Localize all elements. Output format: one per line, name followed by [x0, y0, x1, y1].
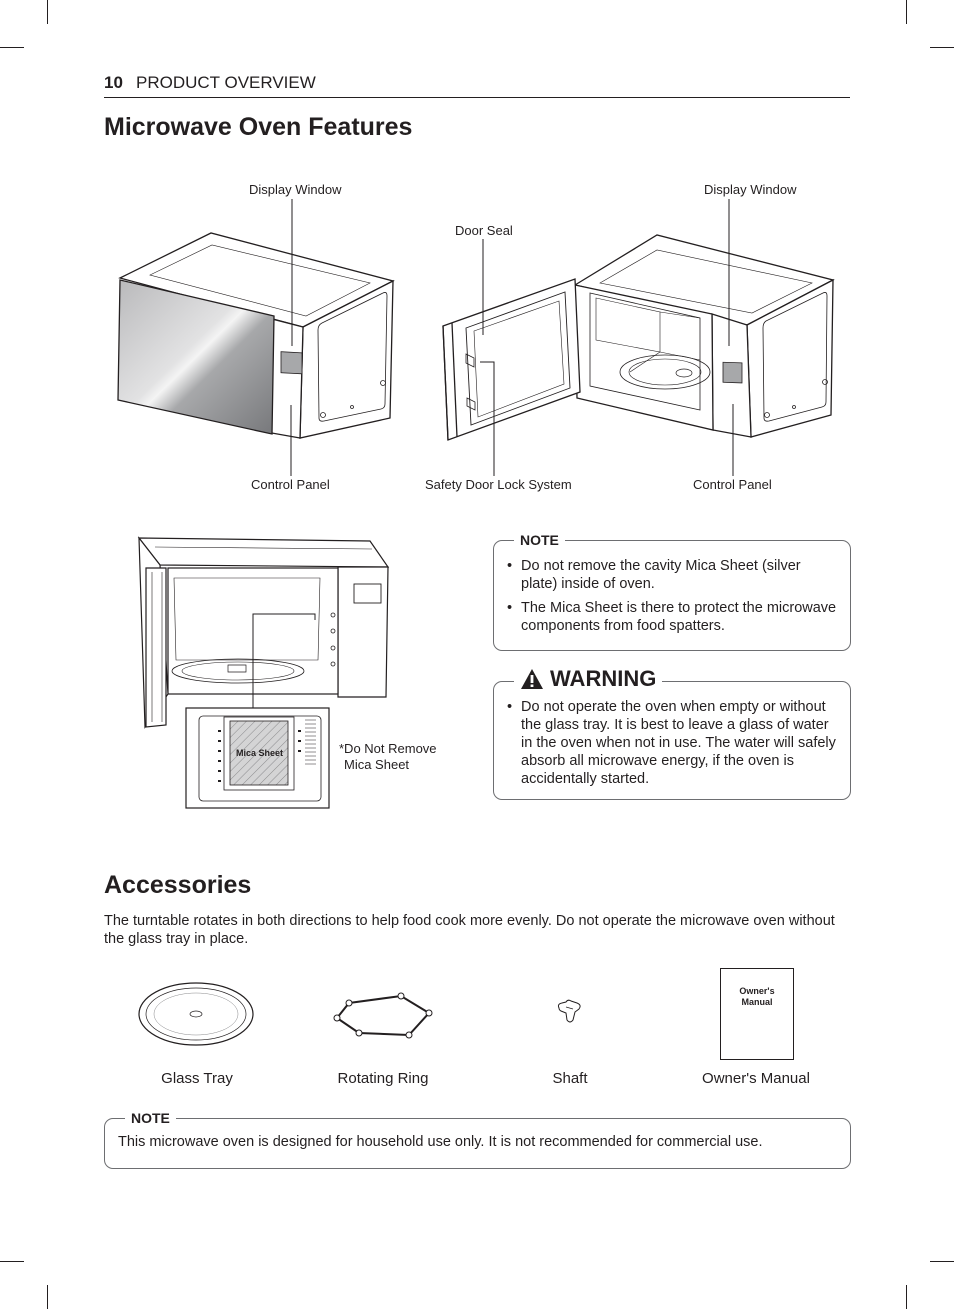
warning-item: Do not operate the oven when empty or wi…: [507, 698, 843, 788]
manual-cover-line1: Owner's: [739, 986, 775, 996]
glass-tray-icon: [138, 982, 254, 1046]
accessory-label-glass-tray: Glass Tray: [161, 1070, 233, 1087]
callout-display-window-left: Display Window: [249, 182, 342, 197]
note-box: NOTE Do not remove the cavity Mica Sheet…: [493, 532, 851, 651]
household-note-title: NOTE: [125, 1110, 176, 1126]
callout-display-window-right: Display Window: [704, 182, 797, 197]
crop-mark: [0, 47, 24, 48]
rotating-ring-icon: [333, 992, 433, 1039]
features-title: Microwave Oven Features: [104, 113, 413, 141]
warning-icon: [521, 669, 543, 689]
crop-mark: [906, 0, 907, 24]
callout-safety-door-lock: Safety Door Lock System: [425, 477, 572, 492]
page-number: 10: [104, 73, 123, 92]
owners-manual-icon: Owner's Manual: [720, 968, 794, 1060]
crop-mark: [47, 0, 48, 24]
warning-heading: WARNING: [514, 666, 663, 692]
crop-mark: [930, 47, 954, 48]
warning-list: Do not operate the oven when empty or wi…: [507, 698, 843, 794]
note-title: NOTE: [514, 532, 565, 548]
crop-mark: [0, 1261, 24, 1262]
household-note-box: NOTE This microwave oven is designed for…: [104, 1110, 851, 1169]
callout-control-panel-left: Control Panel: [251, 477, 330, 492]
manual-cover-line2: Manual: [741, 997, 773, 1007]
callout-door-seal: Door Seal: [455, 223, 513, 238]
household-note-text: This microwave oven is designed for hous…: [118, 1134, 763, 1150]
accessories-description: The turntable rotates in both directions…: [104, 913, 835, 947]
mica-sheet-label: Mica Sheet: [236, 748, 284, 758]
accessory-label-shaft: Shaft: [552, 1070, 588, 1087]
accessory-label-owners-manual: Owner's Manual: [702, 1070, 810, 1087]
shaft-icon: [557, 999, 581, 1023]
accessory-label-rotating-ring: Rotating Ring: [337, 1070, 429, 1087]
mica-note-line2: Mica Sheet: [344, 757, 410, 772]
mica-note-line1: *Do Not Remove: [339, 741, 437, 756]
note-item: The Mica Sheet is there to protect the m…: [507, 599, 837, 635]
accessories-title: Accessories: [104, 871, 252, 899]
note-list: Do not remove the cavity Mica Sheet (sil…: [507, 557, 837, 641]
warning-box: WARNING Do not operate the oven when emp…: [493, 666, 851, 800]
crop-mark: [930, 1261, 954, 1262]
section-title: PRODUCT OVERVIEW: [136, 73, 316, 92]
header-rule: [104, 97, 850, 98]
warning-title: WARNING: [550, 666, 657, 691]
crop-mark: [906, 1285, 907, 1309]
note-item: Do not remove the cavity Mica Sheet (sil…: [507, 557, 837, 593]
callout-control-panel-right: Control Panel: [693, 477, 772, 492]
crop-mark: [47, 1285, 48, 1309]
